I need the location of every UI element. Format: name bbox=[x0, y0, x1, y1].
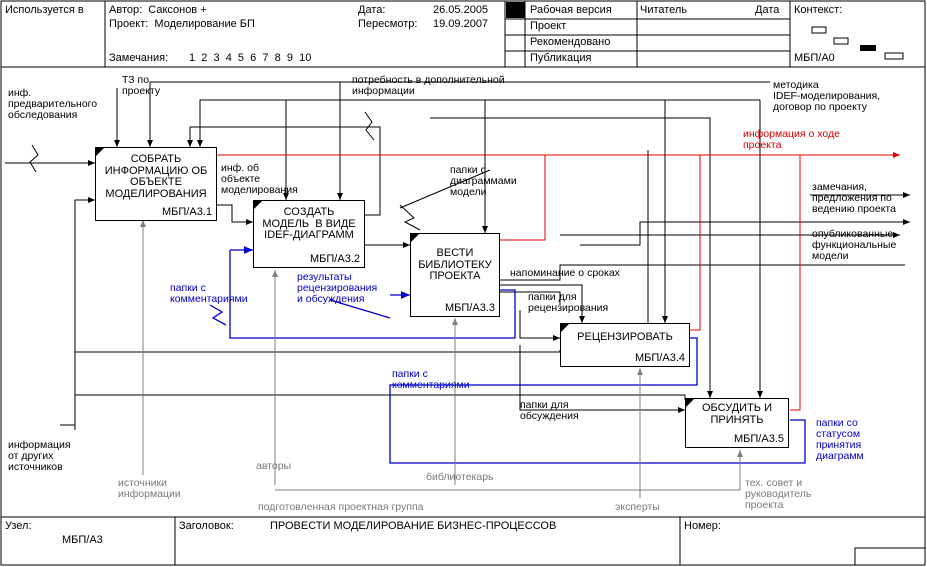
status-working: Рабочая версия bbox=[530, 4, 612, 16]
activity-title: ОБСУДИТЬ И ПРИНЯТЬ bbox=[702, 402, 772, 426]
box-corner bbox=[254, 201, 262, 209]
review-label: Пересмотр: bbox=[358, 18, 418, 30]
activity-node: МБП/А3.1 bbox=[162, 206, 212, 218]
label-experts: эксперты bbox=[615, 501, 660, 513]
review-value: 19.09.2007 bbox=[433, 18, 489, 30]
label-progress-info: информация о ходе проекта bbox=[743, 128, 840, 152]
node-value: МБП/А3 bbox=[62, 534, 103, 546]
date-label: Дата: bbox=[358, 4, 386, 16]
label-folders-discuss: папки для обсуждения bbox=[520, 399, 579, 423]
notes-label: Замечания: bbox=[109, 52, 169, 64]
activity-node: МБП/А3.4 bbox=[635, 352, 685, 364]
context-node: МБП/А0 bbox=[794, 52, 835, 64]
box-corner bbox=[411, 234, 419, 242]
label-remarks: замечания, предложения по ведению проект… bbox=[812, 181, 896, 216]
status-publication: Публикация bbox=[530, 52, 592, 64]
activity-box-a3-4[interactable]: РЕЦЕНЗИРОВАТЬ МБП/А3.4 bbox=[560, 323, 690, 367]
context-label: Контекст: bbox=[794, 4, 843, 16]
activity-box-a3-5[interactable]: ОБСУДИТЬ И ПРИНЯТЬ МБП/А3.5 bbox=[685, 398, 789, 448]
number-label: Номер: bbox=[684, 520, 721, 532]
label-folders-comments-1: папки с комментариями bbox=[170, 282, 248, 306]
author-field: Автор: Саксонов + bbox=[109, 4, 207, 16]
label-folders-comments-2: папки с комментариями bbox=[392, 368, 470, 392]
label-inf-object: инф. об объекте моделирования bbox=[221, 162, 298, 197]
label-results: результаты рецензирования и обсуждения bbox=[297, 271, 378, 306]
status-project: Проект bbox=[530, 20, 567, 32]
date-value: 26.05.2005 bbox=[433, 4, 489, 16]
label-info-other: информация от других источников bbox=[8, 439, 71, 474]
box-corner bbox=[561, 324, 569, 332]
label-sources: источники информации bbox=[118, 477, 181, 501]
label-librarian: библиотекарь bbox=[426, 471, 494, 483]
label-folders-diagrams: папки с диаграммами модели bbox=[450, 164, 517, 199]
activity-box-a3-2[interactable]: СОЗДАТЬ МОДЕЛЬ В ВИДЕ IDEF-ДИАГРАММ МБП/… bbox=[253, 200, 365, 268]
label-prepared-group: подготовленная проектная группа bbox=[258, 501, 424, 513]
node-label: Узел: bbox=[5, 520, 32, 532]
activity-node: МБП/А3.2 bbox=[310, 253, 360, 265]
project-field: Проект: Моделирование БП bbox=[109, 18, 255, 30]
title-label: Заголовок: bbox=[179, 520, 234, 532]
activity-node: МБП/А3.5 bbox=[734, 433, 784, 445]
activity-node: МБП/А3.3 bbox=[445, 302, 495, 314]
activity-box-a3-3[interactable]: ВЕСТИ БИБЛИОТЕКУ ПРОЕКТА МБП/А3.3 bbox=[410, 233, 500, 317]
label-need-more: потребность в дополнительной информации bbox=[352, 74, 505, 98]
reader-label: Читатель bbox=[640, 4, 688, 16]
activity-title: СОБРАТЬ ИНФОРМАЦИЮ ОБ ОБЪЕКТЕ МОДЕЛИРОВА… bbox=[104, 153, 208, 200]
label-methodology: методика IDEF-моделирования, договор по … bbox=[773, 79, 881, 114]
box-corner bbox=[686, 399, 694, 407]
label-tz: ТЗ по проекту bbox=[122, 74, 161, 98]
label-inf-pre: инф. предварительного обследования bbox=[8, 87, 98, 122]
label-tech-council: тех. совет и руководитель проекта bbox=[745, 477, 812, 512]
activity-title: ВЕСТИ БИБЛИОТЕКУ ПРОЕКТА bbox=[418, 247, 492, 283]
label-reminder: напоминание о сроках bbox=[510, 267, 620, 279]
reader-date-label: Дата bbox=[755, 4, 780, 16]
notes-numbers: 1 2 3 4 5 6 7 8 9 10 bbox=[189, 52, 312, 64]
label-authors: авторы bbox=[256, 460, 292, 472]
diagram-title: ПРОВЕСТИ МОДЕЛИРОВАНИЕ БИЗНЕС-ПРОЦЕССОВ bbox=[270, 520, 557, 532]
box-corner bbox=[96, 148, 104, 156]
status-recommended: Рекомендовано bbox=[530, 36, 611, 48]
used-in-label: Используется в bbox=[5, 4, 84, 16]
label-published: опубликованные функциональные модели bbox=[812, 228, 897, 263]
label-folders-status: папки со статусом принятия диаграмм bbox=[816, 417, 864, 463]
label-folders-review: папки для рецензирования bbox=[528, 291, 609, 315]
activity-title: СОЗДАТЬ МОДЕЛЬ В ВИДЕ IDEF-ДИАГРАММ bbox=[262, 206, 356, 242]
activity-box-a3-1[interactable]: СОБРАТЬ ИНФОРМАЦИЮ ОБ ОБЪЕКТЕ МОДЕЛИРОВА… bbox=[95, 147, 217, 221]
activity-title: РЕЦЕНЗИРОВАТЬ bbox=[577, 331, 673, 343]
